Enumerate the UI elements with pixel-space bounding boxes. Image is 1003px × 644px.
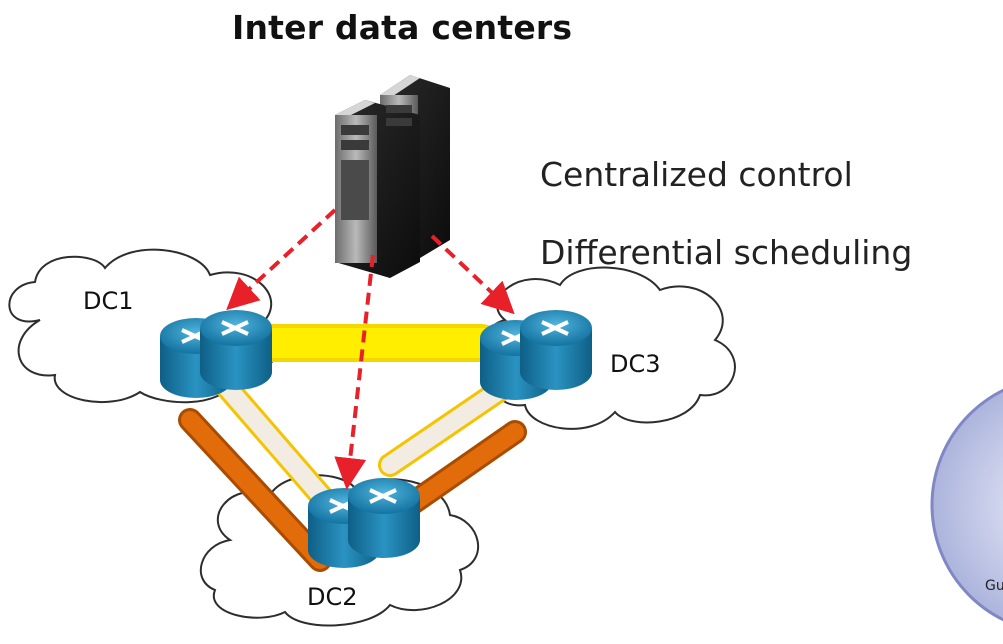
feature-differential-scheduling: Differential scheduling	[540, 233, 913, 272]
server-icon	[335, 75, 450, 278]
control-arrows	[226, 208, 515, 490]
dc3-label: DC3	[610, 350, 661, 378]
dc2-label: DC2	[307, 583, 358, 611]
router-dc3	[480, 310, 592, 400]
diagram-title: Inter data centers	[232, 8, 573, 47]
globe-icon	[930, 388, 1003, 622]
feature-centralized-control: Centralized control	[540, 155, 853, 194]
router-dc1	[160, 310, 272, 398]
router-dc2	[308, 478, 420, 568]
link-dc3-dc2	[378, 378, 527, 517]
link-dc1-dc3	[240, 324, 510, 362]
dc1-label: DC1	[83, 287, 134, 315]
partial-globe-label: Gu	[985, 578, 1003, 594]
